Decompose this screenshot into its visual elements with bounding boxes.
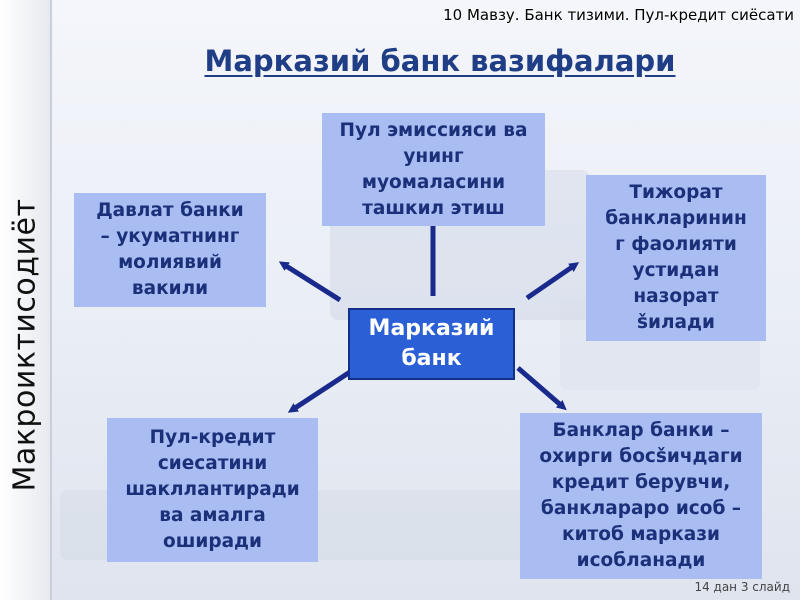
arrow-to-left bbox=[278, 261, 342, 303]
function-box-bottom-right: Банклар банки – охирги босšичдаги кредит… bbox=[520, 413, 762, 579]
function-box-top: Пул эмиссияси ва унинг муомаласини ташки… bbox=[322, 113, 545, 226]
function-box-left: Давлат банки – укуматнинг молиявий вакил… bbox=[74, 193, 266, 307]
arrow-to-bottom-right bbox=[516, 366, 567, 411]
slide-counter: 14 дан 3 слайд bbox=[694, 580, 790, 594]
arrow-to-bottom-left bbox=[287, 369, 352, 413]
function-box-bottom-left: Пул-кредит сиесатини шакллантиради ва ам… bbox=[107, 418, 318, 562]
sidebar: Макроиктисодиёт bbox=[0, 0, 52, 600]
arrow-to-right bbox=[525, 262, 580, 301]
center-box-central-bank: Марказий банк bbox=[348, 308, 515, 380]
slide-title: Марказий банк вазифалари bbox=[204, 44, 676, 78]
slide-header: 10 Мавзу. Банк тизими. Пул-кредит сиёсат… bbox=[443, 6, 794, 24]
function-box-right: Тижорат банкларинин г фаолияти устидан н… bbox=[586, 175, 766, 341]
